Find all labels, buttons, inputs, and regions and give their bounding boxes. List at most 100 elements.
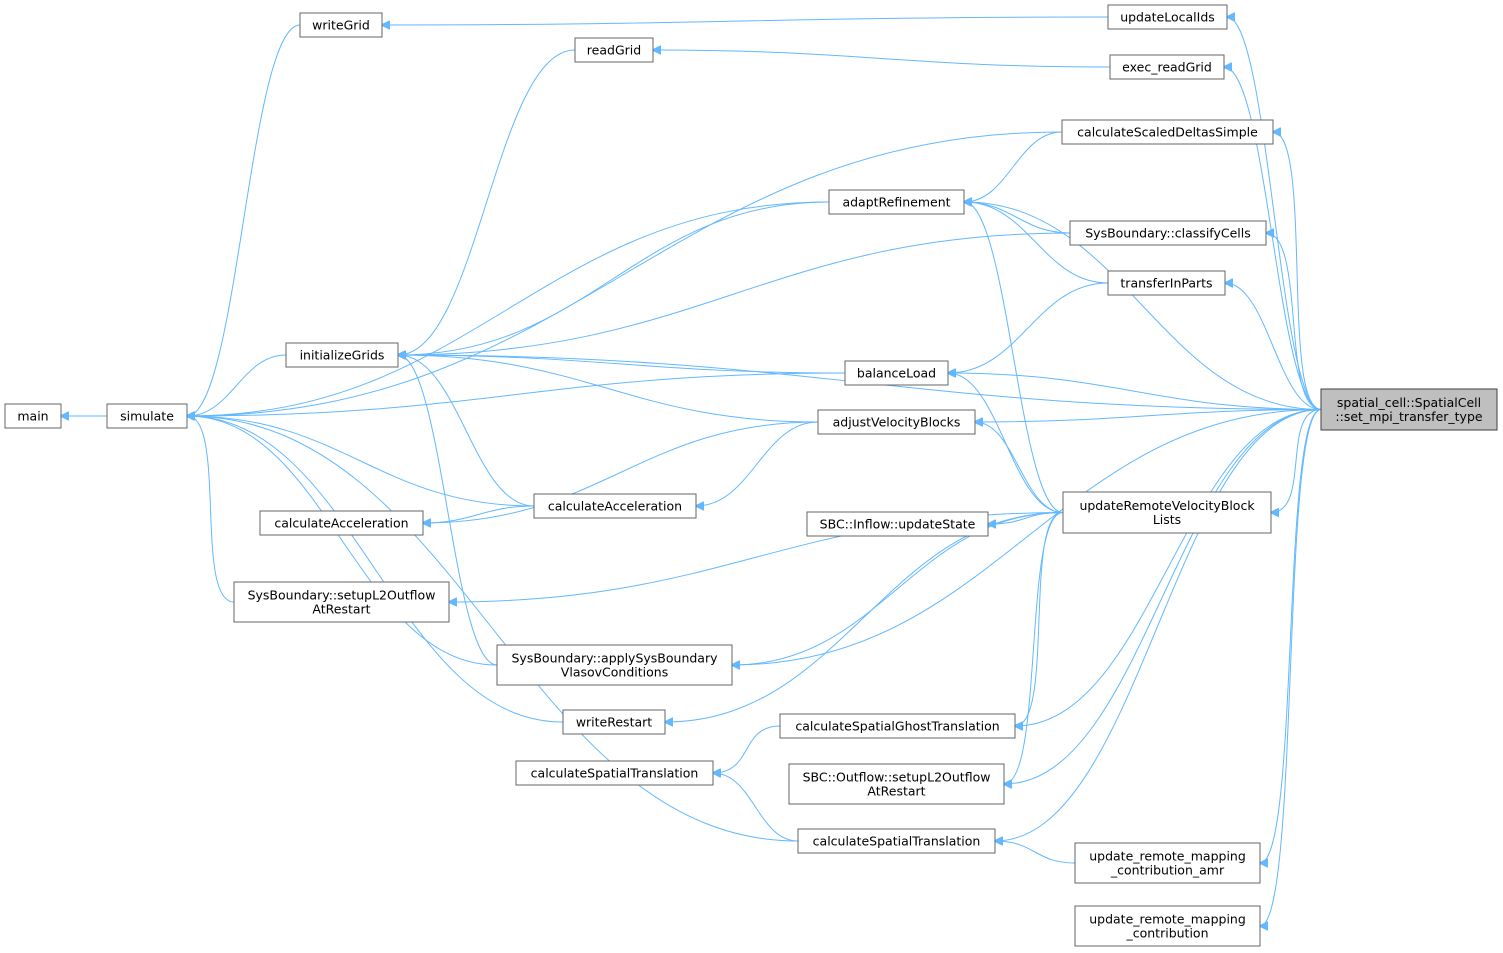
edge-simulate-to-write-grid	[187, 24, 301, 416]
node-label: update_remote_mapping	[1089, 849, 1246, 864]
edge-write-restart-to-update-remote-velocity-block-lists	[665, 512, 1064, 723]
node-classify-cells[interactable]: SysBoundary::classifyCells	[1069, 220, 1267, 246]
node-label: _contribution_amr	[1110, 863, 1225, 878]
edge-calculate-acceleration-left-to-adjust-velocity-blocks	[423, 421, 819, 523]
node-update-remote-mapping-contribution-amr[interactable]: update_remote_mapping_contribution_amr	[1074, 842, 1261, 884]
edge-initialize-grids-to-read-grid	[398, 49, 576, 355]
node-write-restart[interactable]: writeRestart	[562, 709, 666, 735]
node-label: calculateSpatialGhostTranslation	[795, 719, 999, 734]
node-label: updateRemoteVelocityBlock	[1079, 498, 1255, 513]
edge-calculate-spatial-translation-mid-to-update-remote-mapping-contribution-amr	[995, 841, 1076, 864]
node-box	[797, 828, 996, 854]
node-transfer-in-parts[interactable]: transferInParts	[1107, 270, 1226, 296]
node-inflow-update-state[interactable]: SBC::Inflow::updateState	[806, 511, 989, 537]
node-label: calculateSpatialTranslation	[531, 766, 699, 781]
node-label: Lists	[1153, 512, 1181, 527]
edge-update-remote-velocity-block-lists-to-set-mpi-transfer-type	[1271, 409, 1322, 513]
edge-initialize-grids-to-classify-cells	[398, 232, 1071, 355]
edge-update-remote-mapping-contribution-amr-to-set-mpi-transfer-type	[1260, 409, 1322, 864]
node-simulate[interactable]: simulate	[106, 403, 188, 429]
edge-simulate-to-write-restart	[187, 416, 564, 723]
node-update-remote-mapping-contribution[interactable]: update_remote_mapping_contribution	[1074, 905, 1261, 947]
edge-initialize-grids-to-calculate-acceleration-mid	[398, 355, 535, 507]
node-label: SysBoundary::setupL2Outflow	[248, 588, 436, 603]
node-label: adjustVelocityBlocks	[833, 415, 961, 430]
node-box	[285, 342, 399, 368]
node-main[interactable]: main	[4, 403, 62, 429]
node-box	[1109, 54, 1225, 80]
node-box	[1107, 4, 1228, 30]
node-label: calculateAcceleration	[548, 499, 682, 514]
node-box	[106, 403, 188, 429]
edge-transfer-in-parts-to-set-mpi-transfer-type	[1225, 283, 1322, 410]
node-box	[1107, 270, 1226, 296]
edge-initialize-grids-to-apply-sys-boundary-vlasov-conditions	[398, 355, 498, 666]
edge-simulate-to-adapt-refinement	[187, 201, 830, 416]
edge-adjust-velocity-blocks-to-set-mpi-transfer-type	[975, 409, 1322, 423]
node-box	[817, 409, 976, 435]
node-apply-sys-boundary-vlasov-conditions[interactable]: SysBoundary::applySysBoundaryVlasovCondi…	[496, 644, 733, 686]
edge-balance-load-to-update-remote-velocity-block-lists	[948, 373, 1064, 513]
node-calculate-scaled-deltas-simple[interactable]: calculateScaledDeltasSimple	[1061, 119, 1274, 145]
node-box	[1062, 491, 1272, 534]
node-calculate-spatial-translation-left[interactable]: calculateSpatialTranslation	[515, 760, 714, 786]
edge-simulate-to-balance-load	[187, 372, 846, 416]
edge-simulate-to-apply-sys-boundary-vlasov-conditions	[187, 416, 498, 666]
node-box	[533, 493, 697, 519]
node-label: AtRestart	[312, 602, 370, 617]
node-adjust-velocity-blocks[interactable]: adjustVelocityBlocks	[817, 409, 976, 435]
node-read-grid[interactable]: readGrid	[574, 37, 654, 63]
edge-apply-sys-boundary-vlasov-conditions-to-set-mpi-transfer-type	[732, 409, 1322, 666]
node-label: SysBoundary::classifyCells	[1085, 226, 1251, 241]
node-box	[828, 189, 965, 215]
edge-calculate-spatial-ghost-translation-to-update-remote-velocity-block-lists	[1015, 512, 1064, 727]
node-box	[496, 644, 733, 686]
node-set-mpi-transfer-type[interactable]: spatial_cell::SpatialCell::set_mpi_trans…	[1320, 388, 1498, 431]
node-adapt-refinement[interactable]: adaptRefinement	[828, 189, 965, 215]
edge-balance-load-to-set-mpi-transfer-type	[948, 373, 1322, 410]
edge-simulate-to-setup-l2-outflow-at-restart-left	[187, 416, 235, 603]
node-calculate-acceleration-left[interactable]: calculateAcceleration	[259, 510, 424, 536]
node-calculate-acceleration-mid[interactable]: calculateAcceleration	[533, 493, 697, 519]
node-label: VlasovConditions	[561, 665, 668, 680]
node-calculate-spatial-ghost-translation[interactable]: calculateSpatialGhostTranslation	[779, 713, 1016, 739]
node-box	[806, 511, 989, 537]
edge-adjust-velocity-blocks-to-update-remote-velocity-block-lists	[975, 422, 1064, 513]
edge-balance-load-to-transfer-in-parts	[948, 282, 1109, 373]
edge-simulate-to-initialize-grids	[187, 354, 287, 416]
node-box	[259, 510, 424, 536]
node-label: spatial_cell::SpatialCell	[1337, 395, 1481, 410]
edge-simulate-to-calculate-acceleration-mid	[187, 416, 535, 507]
node-update-local-ids[interactable]: updateLocalIds	[1107, 4, 1228, 30]
node-label: balanceLoad	[857, 366, 936, 381]
node-box	[515, 760, 714, 786]
edges	[61, 17, 1322, 926]
edge-calculate-acceleration-left-to-calculate-acceleration-mid	[423, 505, 535, 523]
edge-inflow-update-state-to-update-remote-velocity-block-lists	[988, 512, 1064, 525]
node-label: exec_readGrid	[1122, 60, 1212, 75]
node-box	[1320, 388, 1498, 431]
nodes: main simulate writeGrid readGrid initializeG…	[4, 4, 1498, 947]
node-box	[562, 709, 666, 735]
edge-initialize-grids-to-adjust-velocity-blocks	[398, 355, 819, 423]
edge-adapt-refinement-to-calculate-scaled-deltas-simple	[964, 131, 1063, 202]
edge-calculate-spatial-translation-left-to-calculate-spatial-ghost-translation	[713, 725, 781, 773]
node-label: ::set_mpi_transfer_type	[1335, 409, 1482, 424]
node-balance-load[interactable]: balanceLoad	[844, 360, 949, 386]
edge-simulate-to-calculate-scaled-deltas-simple	[187, 131, 1063, 416]
node-label: calculateSpatialTranslation	[813, 834, 981, 849]
node-box	[1061, 119, 1274, 145]
node-label: SysBoundary::applySysBoundary	[512, 651, 719, 666]
node-label: calculateScaledDeltasSimple	[1077, 125, 1258, 140]
node-label: simulate	[120, 409, 174, 424]
edge-initialize-grids-to-adapt-refinement	[398, 201, 830, 355]
node-exec-read-grid[interactable]: exec_readGrid	[1109, 54, 1225, 80]
node-write-grid[interactable]: writeGrid	[299, 12, 383, 38]
node-calculate-spatial-translation-mid[interactable]: calculateSpatialTranslation	[797, 828, 996, 854]
node-initialize-grids[interactable]: initializeGrids	[285, 342, 399, 368]
edge-adapt-refinement-to-set-mpi-transfer-type	[964, 202, 1322, 410]
